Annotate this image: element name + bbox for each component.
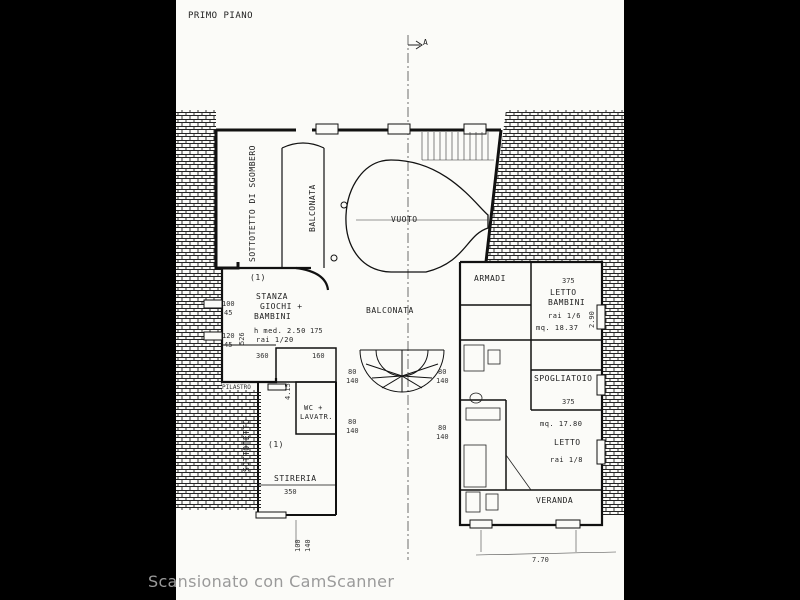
left-windows: [203, 299, 287, 391]
floor-plan-sheet: PRIMO PIANO A SOTTOTETTO DI SGOMBERO BAL…: [176, 0, 624, 600]
plan-title: PRIMO PIANO: [188, 11, 254, 21]
dim-375-top: 375: [562, 277, 575, 285]
void-outline: [345, 159, 489, 273]
dim-45a: 45: [224, 309, 233, 317]
room-label-vuoto: VUOTO: [391, 215, 418, 224]
dim-45b: 45: [224, 341, 233, 349]
roof-tiles-right: [486, 110, 624, 515]
room-ratio-stanza: rai 1/20: [256, 336, 294, 344]
right-windows: [469, 304, 606, 529]
stanza-giochi-walls: [220, 266, 337, 384]
room-label-spogliatoio: SPOGLIATOIO: [534, 374, 593, 383]
dim-120: 120: [222, 332, 235, 340]
floor-plan-drawing: [176, 35, 624, 560]
camscanner-watermark: Scansionato con CamScanner: [148, 572, 395, 591]
section-marker: A: [423, 38, 429, 47]
label-pilastro: PILASTRO: [222, 384, 251, 391]
room-label-armadi: ARMADI: [474, 274, 506, 283]
room-number-stanza: (1): [250, 273, 266, 282]
bathroom-fixtures: [463, 344, 532, 513]
dim-140-a: 140: [346, 377, 359, 385]
top-windows: [315, 123, 487, 135]
bottom-dimension-lines: [295, 520, 617, 556]
room-ratio-letto: rai 1/8: [550, 456, 584, 464]
room-ratio-letto-bambini: rai 1/6: [548, 312, 582, 320]
dim-80-c: 80: [438, 368, 447, 376]
room-height-stanza: h med. 2.50: [254, 327, 306, 335]
room-label-letto-bambini-line2: BAMBINI: [548, 298, 586, 307]
dim-140-e: 140: [304, 539, 312, 552]
room-label-wc-line2: LAVATR.: [300, 413, 334, 421]
room-label-stireria: STIRERIA: [274, 474, 317, 483]
room-label-wc-line1: WC +: [304, 404, 323, 412]
dim-375-mid: 375: [562, 398, 575, 406]
dim-140-b: 140: [346, 427, 359, 435]
dim-360: 360: [256, 352, 269, 360]
room-label-balconata-left: BALCONATA: [308, 184, 317, 232]
balconata-walls: [281, 142, 325, 268]
room-label-letto: LETTO: [554, 438, 581, 447]
dim-160: 160: [312, 352, 325, 360]
dim-140-d: 140: [436, 433, 449, 441]
dim-290: 2.90: [588, 311, 596, 328]
room-area-letto-bambini: mq. 18.37: [536, 324, 579, 332]
section-line-a: [407, 35, 423, 560]
roof-tiles-left: [176, 110, 261, 510]
room-area-letto: mq. 17.80: [540, 420, 583, 428]
dim-175: 175: [310, 327, 323, 335]
dim-526: 526: [238, 332, 246, 345]
upper-stair: [421, 132, 494, 161]
dim-350: 350: [284, 488, 297, 496]
room-label-stanza-line2: GIOCHI +: [260, 302, 303, 311]
dim-140-c: 140: [436, 377, 449, 385]
dim-80-a: 80: [348, 368, 357, 376]
dim-100-b: 100: [294, 539, 302, 552]
room-label-sottotetto-sgombero: SOTTOTETTO DI SGOMBERO: [248, 145, 257, 262]
dim-770: 7.70: [532, 556, 549, 564]
room-label-veranda: VERANDA: [536, 496, 574, 505]
spiral-staircase: [359, 349, 445, 393]
dim-415: 4.15: [284, 383, 292, 400]
window-left-low: [255, 511, 287, 519]
room-label-stanza-line1: STANZA: [256, 292, 288, 301]
room-label-balconata-center: BALCONATA: [366, 306, 414, 315]
dim-80-b: 80: [348, 418, 357, 426]
room-label-sottotetto: SOTTOTETTO: [242, 418, 251, 472]
room-label-stanza-line3: BAMBINI: [254, 312, 292, 321]
dim-100: 100: [222, 300, 235, 308]
dim-80-d: 80: [438, 424, 447, 432]
room-label-letto-bambini-line1: LETTO: [550, 288, 577, 297]
room-number-stireria: (1): [268, 440, 284, 449]
